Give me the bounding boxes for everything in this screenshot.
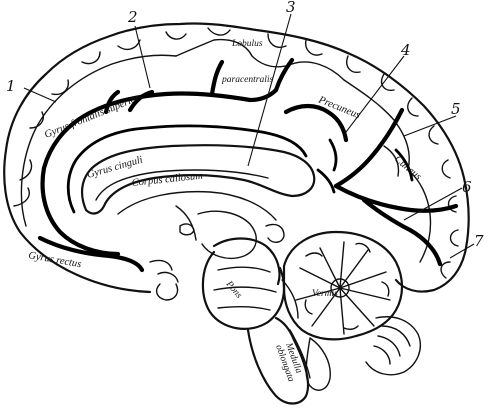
label-paracentralis: paracentralis: [221, 75, 273, 85]
hemisphere-outline: [3, 22, 470, 294]
cerebellar-tonsil: [305, 337, 331, 391]
anterior-commissure: [179, 223, 195, 236]
number-2: 2: [127, 8, 138, 26]
precuneus-folds: [343, 79, 410, 171]
sulcus-rostralis: [37, 235, 145, 273]
precuneus-minor-sulcus: [316, 138, 338, 194]
paracentral-folds: [175, 38, 345, 81]
sulcus-callosi: [66, 124, 308, 214]
corpus-callosum-outline: [80, 144, 316, 215]
pons-outline: [201, 250, 286, 330]
number-3: 3: [286, 0, 296, 16]
number-4: 4: [400, 41, 411, 59]
number-6: 6: [462, 178, 472, 196]
midbrain: [212, 237, 281, 286]
sulcus-cinguli: [40, 87, 279, 257]
leader-4: [345, 55, 405, 133]
pons-fibers: [213, 266, 277, 311]
cerebellar-folia: [295, 241, 391, 335]
parietal-rim-gyri: [267, 33, 439, 145]
sulcus-calcarinus: [333, 183, 459, 213]
number-7: 7: [474, 232, 484, 250]
occipital-rim-gyri: [440, 159, 459, 279]
label-corpus-callosum: Corpus callosum: [131, 171, 204, 189]
number-1: 1: [6, 77, 16, 95]
leader-7: [449, 243, 475, 259]
label-lobulus: Lobulus: [231, 39, 263, 49]
sulcus-cinguli-marginal-branch: [273, 57, 295, 93]
label-vermis: Vermis: [312, 289, 338, 299]
thalamus-region: [197, 210, 257, 260]
pineal-region: [265, 223, 285, 243]
label-cuneus: Cuneus: [392, 154, 423, 183]
leader-3: [247, 13, 292, 167]
cuneus-folds: [383, 145, 432, 263]
sulcus-parietooccipitalis: [333, 107, 405, 189]
label-pons: Pons: [223, 279, 244, 301]
corpus-callosum-inner: [95, 169, 269, 201]
leader-1: [23, 87, 57, 103]
leader-5: [403, 115, 457, 137]
occipital-lower-sulcus: [361, 197, 443, 267]
cerebellar-hemisphere-folia: [365, 316, 422, 376]
medulla-outline: [246, 316, 310, 405]
label-gyrus-rectus: Gyrus rectus: [27, 250, 82, 270]
superior-frontal-inner-fold: [20, 54, 177, 227]
number-5: 5: [451, 100, 461, 118]
sulcus-paracentralis: [209, 59, 225, 97]
leader-2: [134, 25, 151, 89]
sulcus-frontal-branch: [103, 89, 155, 115]
cerebellum-outline: [282, 230, 404, 341]
cuneus-minor-sulcus: [394, 148, 414, 182]
sulcus-subparietalis: [283, 103, 349, 143]
fornix: [117, 190, 277, 241]
hypothalamus-optic: [149, 259, 179, 301]
leader-6: [403, 187, 463, 221]
